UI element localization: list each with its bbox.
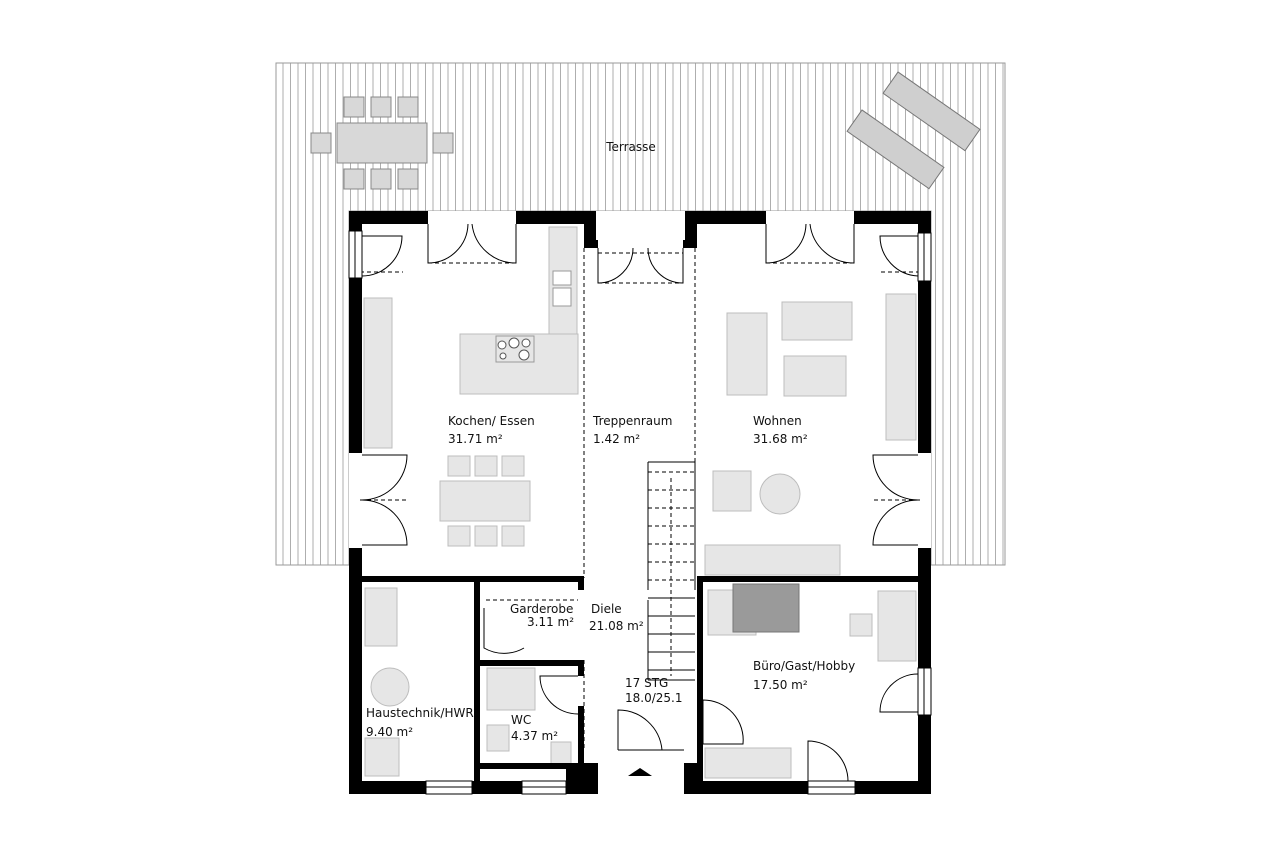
room-area-haustechnik: 9.40 m² [366,725,414,739]
room-area-garderobe: 3.11 m² [527,615,575,629]
stairs-ratio: 18.0/25.1 [625,691,683,705]
entrance-arrow-icon [628,768,652,776]
room-name-buero: Büro/Gast/Hobby [753,659,856,673]
room-name-diele: Diele [591,602,622,616]
staircase [647,461,696,681]
bed [732,583,800,633]
windows [348,230,932,795]
room-name-garderobe: Garderobe [510,602,574,616]
room-area-diele: 21.08 m² [589,619,644,633]
room-name-haustechnik: Haustechnik/HWR [366,706,474,720]
boiler-circle [370,667,410,707]
terrace-label: Terrasse [606,140,656,154]
open-boundaries [360,248,920,750]
terrace-dining-table [310,96,454,190]
round-table-wohnen [759,473,801,515]
doors [361,223,919,782]
kitchen-sink [552,270,572,307]
room-area-wc: 4.37 m² [511,729,559,743]
sun-loungers [846,71,981,190]
cooktop [495,335,535,363]
room-name-wohnen: Wohnen [753,414,802,428]
room-name-treppe: Treppenraum [593,414,673,428]
room-area-kochen: 31.71 m² [448,432,503,446]
interior-furniture [363,226,917,779]
room-name-wc: WC [511,713,532,727]
walls [349,211,931,794]
stairs-steps: 17 STG [625,676,669,690]
room-area-wohnen: 31.68 m² [753,432,808,446]
room-area-buero: 17.50 m² [753,678,808,692]
room-name-kochen: Kochen/ Essen [448,414,535,428]
room-area-treppe: 1.42 m² [593,432,641,446]
